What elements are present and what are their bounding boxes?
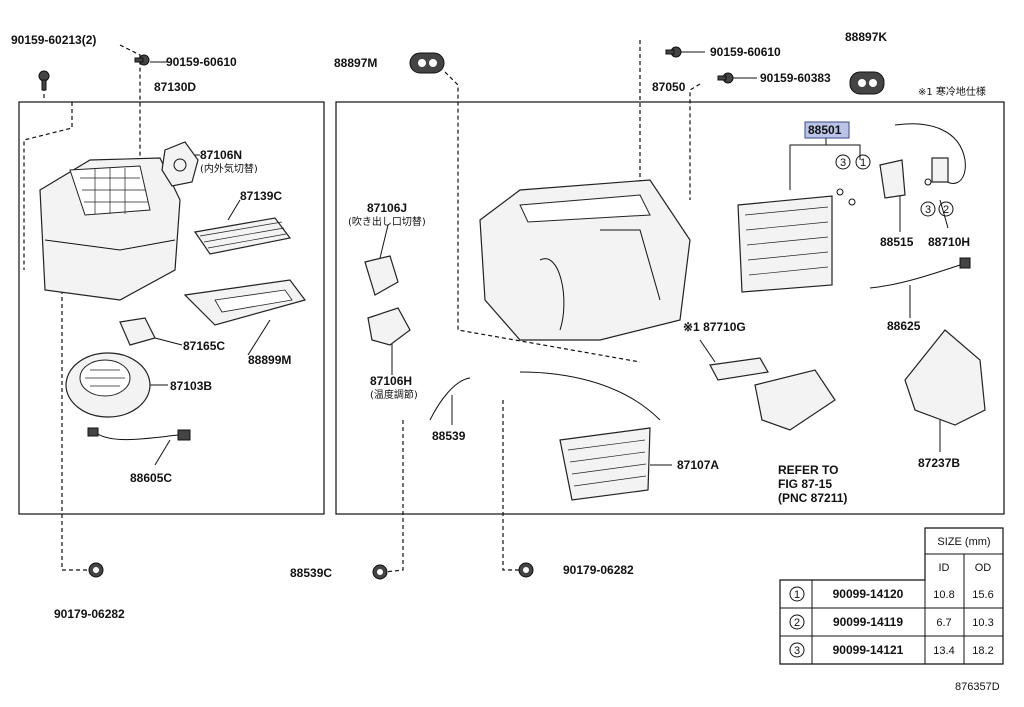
- label-90159-60213[interactable]: 90159-60213(2): [11, 33, 96, 47]
- size-table-col-id: ID: [939, 562, 950, 574]
- ref-circle-3: 3: [920, 201, 936, 217]
- label-88897M[interactable]: 88897M: [334, 56, 377, 70]
- label-90159-60610-left[interactable]: 90159-60610: [166, 55, 237, 69]
- clip-icon: [372, 564, 388, 580]
- wire-harness-icon: [87, 427, 191, 441]
- air-filter-icon: [193, 217, 292, 255]
- servo-motor-icon: [161, 141, 199, 187]
- heater-unit-icon: [479, 179, 691, 341]
- label-90159-60610-right[interactable]: 90159-60610: [710, 45, 781, 59]
- bolt-icon: [134, 54, 150, 66]
- label-87130D[interactable]: 87130D: [154, 80, 196, 94]
- highlight-88501: [804, 121, 850, 139]
- grommet-icon: [849, 71, 885, 95]
- label-90159-60383[interactable]: 90159-60383: [760, 71, 831, 85]
- table-row-od: 15.6: [972, 589, 993, 601]
- blower-case-icon: [39, 157, 181, 301]
- clip-icon: [88, 562, 104, 578]
- size-table: SIZE (mm) ID OD 1 90099-14120 10.8 15.6 …: [779, 527, 1004, 665]
- left-group-frame: [18, 101, 325, 515]
- amplifier-icon: [709, 357, 836, 431]
- size-table-col-od: OD: [975, 562, 992, 574]
- pipe-icon: [894, 123, 966, 184]
- label-88899M[interactable]: 88899M: [248, 353, 291, 367]
- label-87103B[interactable]: 87103B: [170, 379, 212, 393]
- table-row-num: 1: [794, 589, 800, 601]
- ref-circle-3: 3: [835, 154, 851, 170]
- filter-frame-icon: [183, 279, 307, 326]
- table-row-id: 6.7: [936, 617, 951, 629]
- table-row-id: 13.4: [933, 645, 954, 657]
- table-row-num: 3: [794, 645, 800, 657]
- refer-note-line3[interactable]: (PNC 87211): [778, 491, 847, 505]
- refer-note-line2[interactable]: FIG 87-15: [778, 477, 832, 491]
- hose-icon: [429, 377, 471, 421]
- label-87106N[interactable]: 87106N: [200, 148, 242, 162]
- label-87106H-note: (温度調節): [370, 388, 418, 401]
- table-row-part[interactable]: 90099-14121: [833, 643, 904, 657]
- label-88539[interactable]: 88539: [432, 429, 466, 443]
- label-87106J-note: (吹き出し口切替): [348, 215, 426, 228]
- grommet-icon: [409, 52, 445, 74]
- svg-text:1: 1: [860, 157, 866, 169]
- label-88625[interactable]: 88625: [887, 319, 921, 333]
- label-87106N-note: (内外気切替): [200, 162, 258, 175]
- bolt-icon: [38, 70, 50, 91]
- sensor-wire-icon: [869, 257, 971, 289]
- size-table-header: SIZE (mm): [937, 536, 990, 548]
- heater-core-icon: [519, 371, 661, 501]
- label-87139C[interactable]: 87139C: [240, 189, 282, 203]
- expansion-valve-icon: [879, 159, 906, 199]
- ref-circle-2: 2: [938, 201, 954, 217]
- table-row-part[interactable]: 90099-14119: [833, 615, 903, 629]
- label-88501[interactable]: 88501: [808, 123, 842, 137]
- bolt-icon: [717, 72, 734, 84]
- label-87237B[interactable]: 87237B: [918, 456, 960, 470]
- damper-servo-icon: [364, 255, 411, 346]
- clip-icon: [518, 562, 534, 578]
- label-87710G[interactable]: ※1 87710G: [683, 320, 746, 334]
- resistor-icon: [119, 317, 156, 346]
- label-87106H[interactable]: 87106H: [370, 374, 412, 388]
- table-row-id: 10.8: [933, 589, 954, 601]
- table-row-num: 2: [794, 617, 800, 629]
- table-row-part[interactable]: 90099-14120: [833, 587, 904, 601]
- label-87165C[interactable]: 87165C: [183, 339, 225, 353]
- label-87106J[interactable]: 87106J: [367, 201, 407, 215]
- o-ring-icon: [836, 178, 932, 206]
- label-88515[interactable]: 88515: [880, 235, 914, 249]
- table-row-od: 18.2: [972, 645, 993, 657]
- label-90179-06282-left[interactable]: 90179-06282: [54, 607, 125, 621]
- right-group-frame: [335, 101, 1005, 515]
- svg-text:3: 3: [925, 204, 931, 216]
- blower-motor-icon: [65, 352, 151, 418]
- duct-icon: [904, 329, 986, 426]
- ref-circle-1: 1: [855, 154, 871, 170]
- label-88539C[interactable]: 88539C: [290, 566, 332, 580]
- table-row-od: 10.3: [972, 617, 993, 629]
- label-87107A[interactable]: 87107A: [677, 458, 719, 472]
- label-90179-06282-mid[interactable]: 90179-06282: [563, 563, 634, 577]
- label-87050[interactable]: 87050: [652, 80, 686, 94]
- diagram-id: 876357D: [955, 681, 1000, 693]
- svg-text:2: 2: [943, 204, 949, 216]
- evaporator-icon: [737, 195, 833, 293]
- svg-text:3: 3: [840, 157, 846, 169]
- bolt-icon: [665, 46, 682, 58]
- label-88710H[interactable]: 88710H: [928, 235, 970, 249]
- refer-note-line1[interactable]: REFER TO: [778, 463, 838, 477]
- cold-region-note: ※1 寒冷地仕様: [918, 85, 986, 98]
- label-88605C[interactable]: 88605C: [130, 471, 172, 485]
- label-88897K[interactable]: 88897K: [845, 30, 887, 44]
